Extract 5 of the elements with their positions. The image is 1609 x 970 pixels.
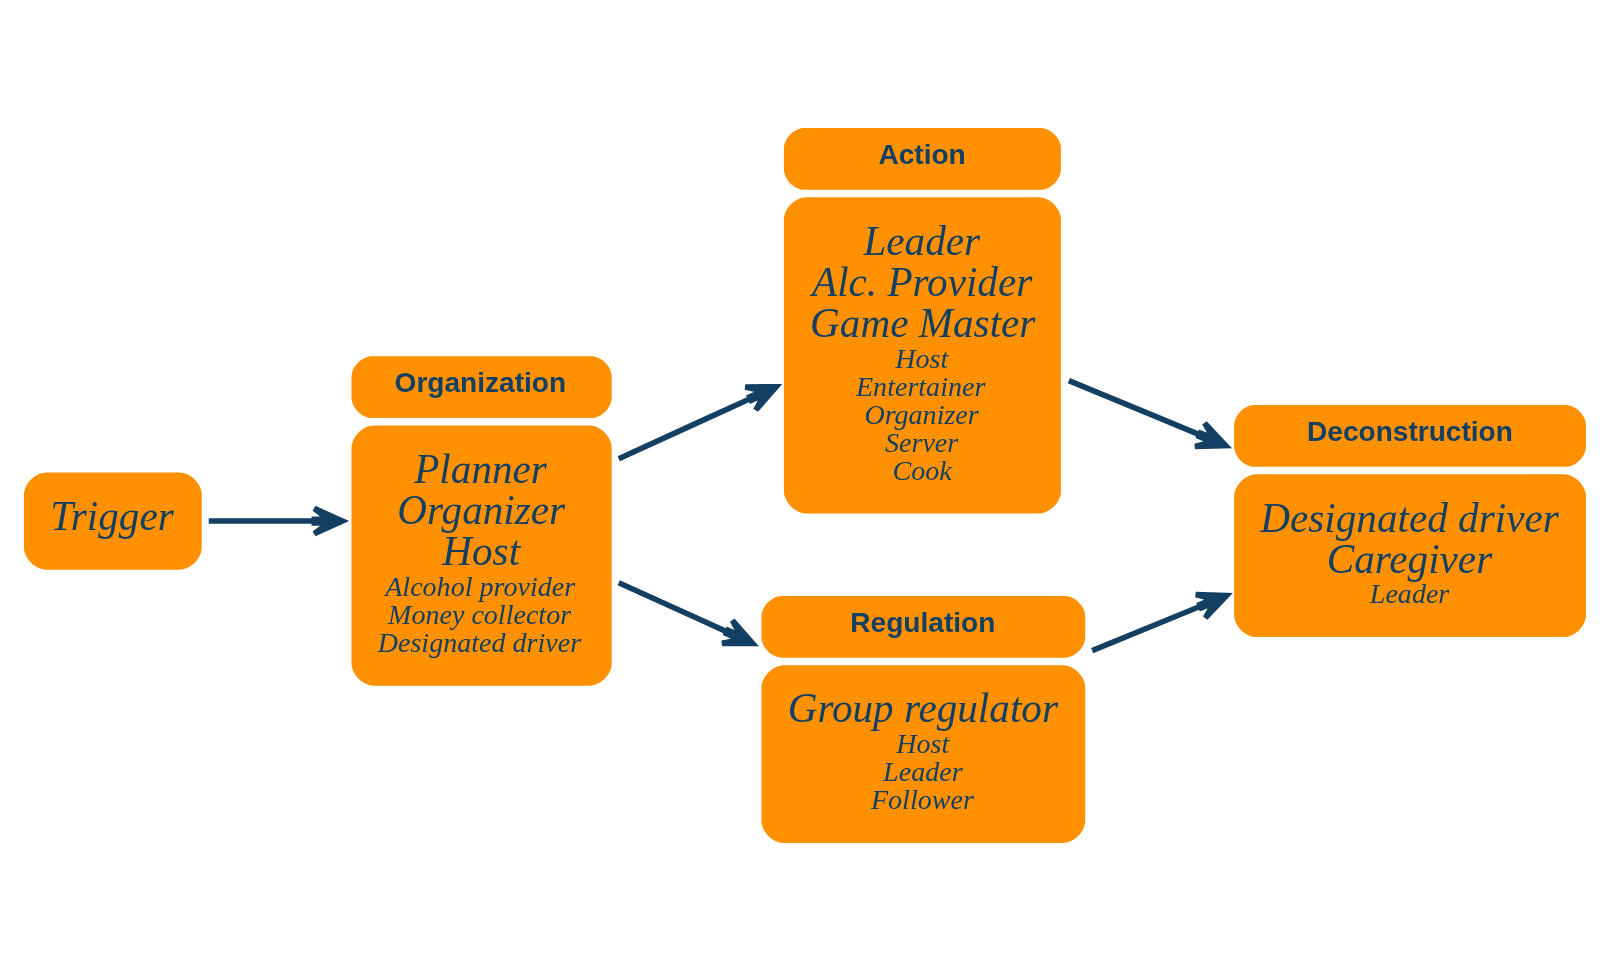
arrow [617,579,756,646]
arrow [208,505,346,536]
arrow [1091,591,1230,653]
node-box: Trigger [23,471,202,570]
arrow [1067,377,1229,449]
